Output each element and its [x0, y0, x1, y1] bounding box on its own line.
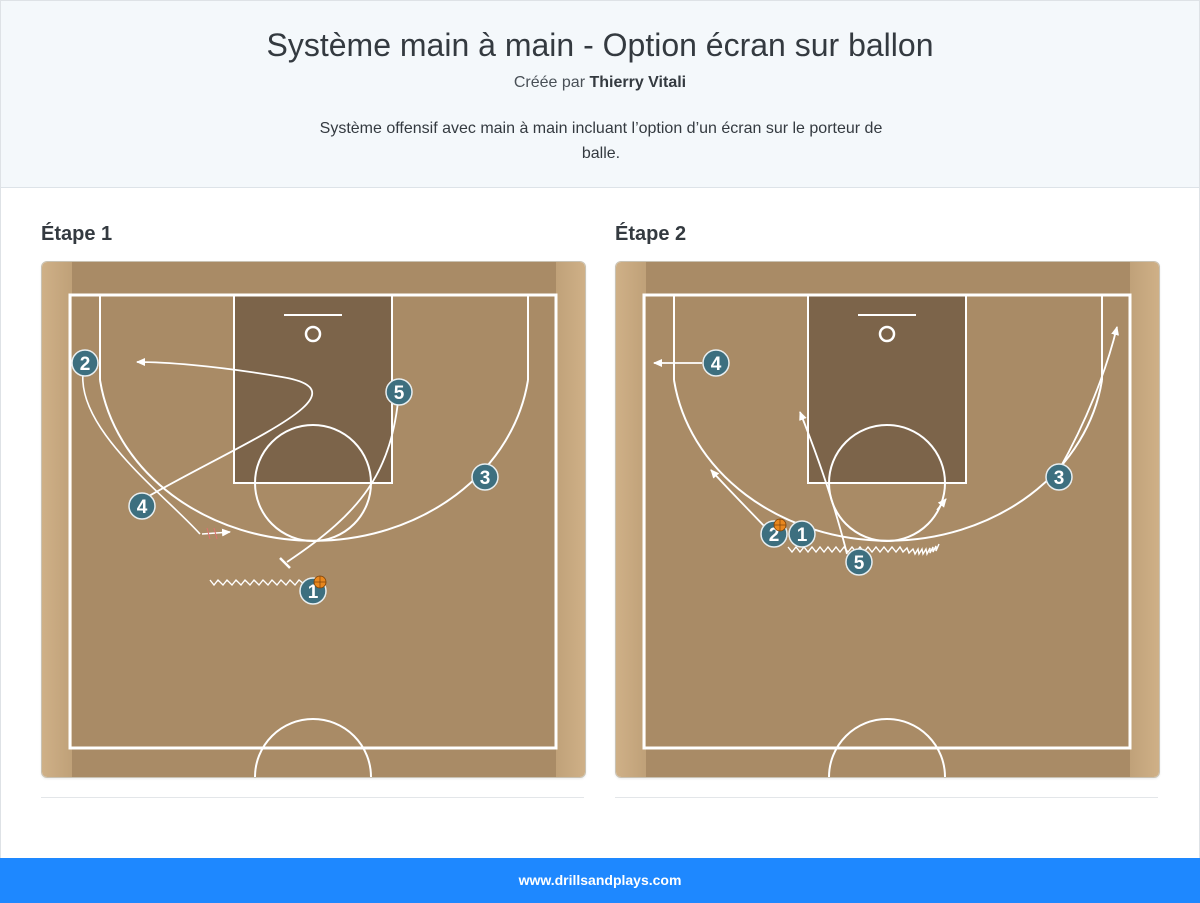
- dribble-path-2: [787, 543, 940, 557]
- dribble-path-1: [209, 578, 305, 587]
- player-1[interactable]: 1: [788, 520, 816, 548]
- player-label: 2: [80, 354, 91, 375]
- screen-path-5: [286, 391, 400, 563]
- player-3[interactable]: 3: [471, 463, 499, 491]
- player-label: 3: [480, 468, 491, 489]
- player-label: 3: [1054, 468, 1065, 489]
- player-5[interactable]: 5: [845, 548, 873, 576]
- step-1-title: Étape 1: [41, 223, 113, 245]
- step-1-court: 2 5 3 4 1: [41, 261, 586, 778]
- author-name: Thierry Vitali: [589, 74, 687, 91]
- site-footer: www.drillsandplays.com: [0, 858, 1200, 903]
- play-description: Système offensif avec main à main inclua…: [319, 120, 883, 162]
- player-1[interactable]: 1: [299, 575, 327, 605]
- players-step-2: 4 3 2 1 5: [702, 349, 1073, 576]
- step-2-court: 4 3 2 1 5: [615, 261, 1160, 778]
- player-label: 1: [308, 582, 319, 603]
- court-lines: [68, 293, 558, 777]
- player-2[interactable]: 2: [760, 518, 788, 548]
- player-5[interactable]: 5: [385, 378, 413, 406]
- court-floor: [616, 262, 1159, 777]
- player-label: 1: [797, 525, 808, 546]
- paint-area: [233, 294, 393, 484]
- cut-path-4: [136, 358, 313, 501]
- paint-area: [807, 294, 967, 484]
- page-header: Système main à main - Option écran sur b…: [1, 1, 1199, 188]
- step-2-divider: [615, 797, 1158, 798]
- players-step-1: 2 5 3 4 1: [71, 349, 499, 605]
- player-4[interactable]: 4: [128, 492, 156, 520]
- play-actions: [82, 358, 400, 587]
- player-label: 4: [711, 354, 722, 375]
- page-title: Système main à main - Option écran sur b…: [266, 27, 934, 63]
- player-label: 4: [137, 497, 148, 518]
- player-label: 5: [854, 553, 865, 574]
- roll-path-5: [799, 411, 848, 555]
- player-label: 2: [769, 525, 780, 546]
- cut-path-2: [82, 362, 201, 535]
- cut-path-3: [1058, 326, 1119, 471]
- handoff-line: [201, 528, 231, 537]
- screen-bar-5: [279, 557, 291, 569]
- byline-prefix: Créée par: [513, 74, 586, 91]
- play-actions: [653, 326, 1119, 557]
- step-1-divider: [41, 797, 584, 798]
- basketball-icon: [313, 575, 327, 589]
- player-label: 5: [394, 383, 405, 404]
- player-4[interactable]: 4: [702, 349, 730, 377]
- court-lines: [642, 293, 1132, 777]
- player-2[interactable]: 2: [71, 349, 99, 377]
- cut-path-2: [710, 469, 767, 529]
- author-byline: Créée par Thierry Vitali: [1, 73, 1199, 93]
- basketball-icon: [773, 518, 787, 532]
- player-3[interactable]: 3: [1045, 463, 1073, 491]
- footer-site-link[interactable]: www.drillsandplays.com: [518, 872, 682, 888]
- step-2-title: Étape 2: [615, 223, 687, 245]
